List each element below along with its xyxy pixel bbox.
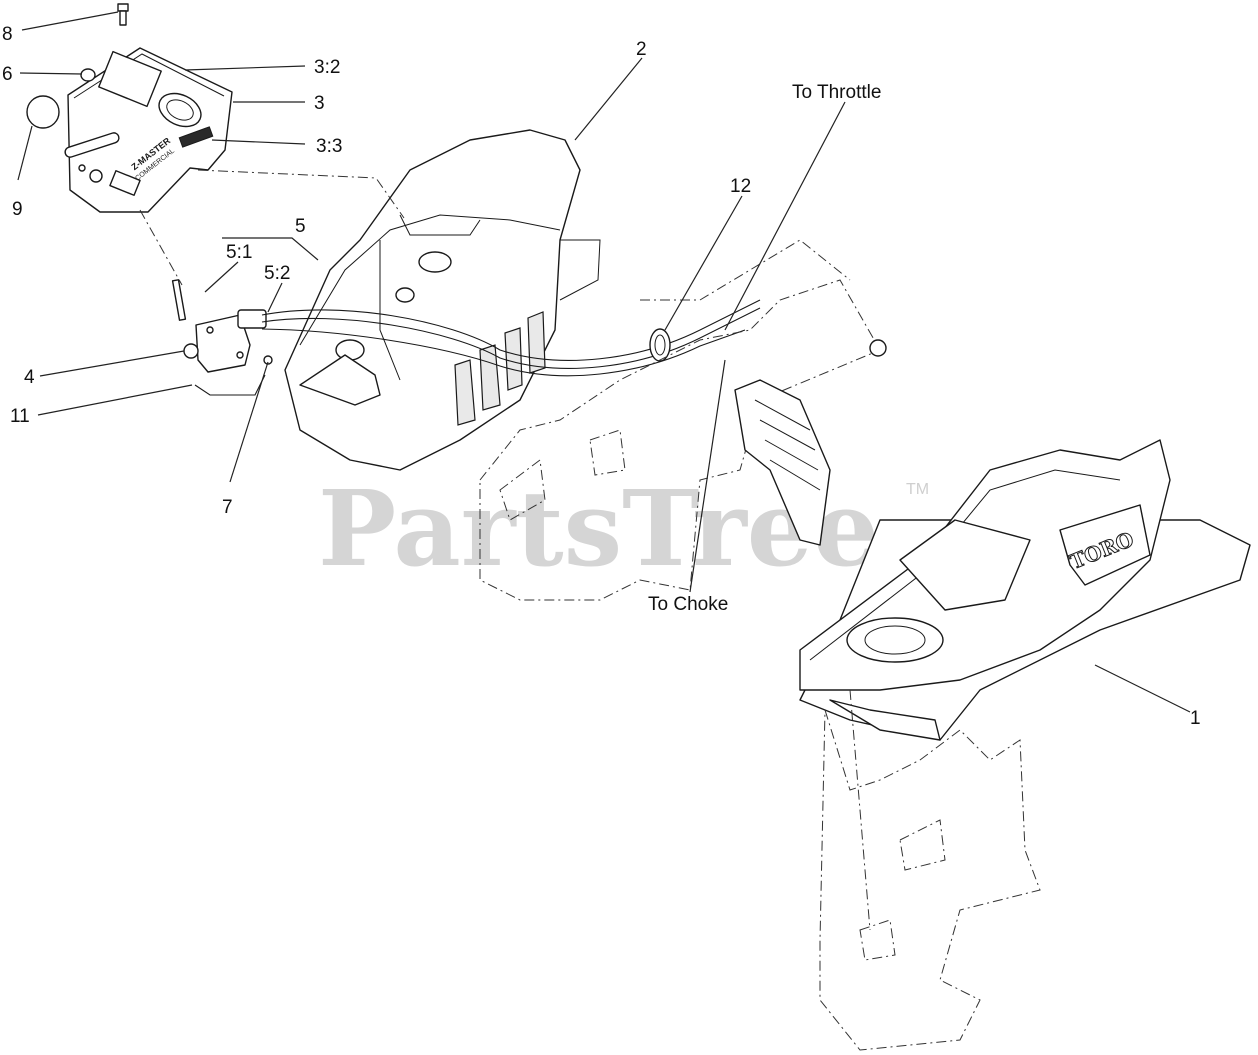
callout-4: 4: [24, 367, 35, 388]
watermark: PartsTree TM: [318, 467, 929, 590]
callout-3-3: 3:3: [316, 136, 342, 157]
callout-11: 11: [10, 406, 30, 427]
callout-3: 3: [314, 93, 325, 114]
callout-5-2: 5:2: [264, 263, 290, 284]
console-housing: [284, 129, 601, 471]
callout-3-2: 3:2: [314, 57, 340, 78]
leader-lines: [17, 11, 1191, 931]
callout-2: 2: [636, 39, 647, 60]
left-frame-outline: [479, 239, 881, 601]
callout-to-throttle: To Throttle: [792, 82, 881, 103]
callout-5-1: 5:1: [226, 242, 252, 263]
toro-console: TORO: [799, 439, 1251, 741]
small-knob-part: [80, 68, 96, 82]
watermark-trademark: TM: [906, 481, 929, 498]
callout-8: 8: [2, 24, 13, 45]
throttle-bracket: [734, 339, 887, 546]
large-knob-part: [26, 95, 60, 129]
callout-5: 5: [295, 216, 306, 237]
right-frame-outline: [819, 709, 1041, 1051]
callout-to-choke: To Choke: [648, 594, 728, 615]
throttle-choke-cables: [261, 299, 761, 377]
callout-12: 12: [730, 176, 751, 197]
callout-6: 6: [2, 64, 13, 85]
callout-7: 7: [222, 497, 233, 518]
screw-part: [117, 3, 129, 26]
callout-1: 1: [1190, 708, 1201, 729]
choke-control-assembly: [171, 279, 273, 396]
callout-9: 9: [12, 199, 23, 220]
control-panel: Z-MASTER COMMERCIAL: [64, 47, 233, 213]
callout-labels: 8 6 9 3:2 3 3:3 2 To Throttle 12 5 5:1 5…: [2, 24, 1201, 729]
